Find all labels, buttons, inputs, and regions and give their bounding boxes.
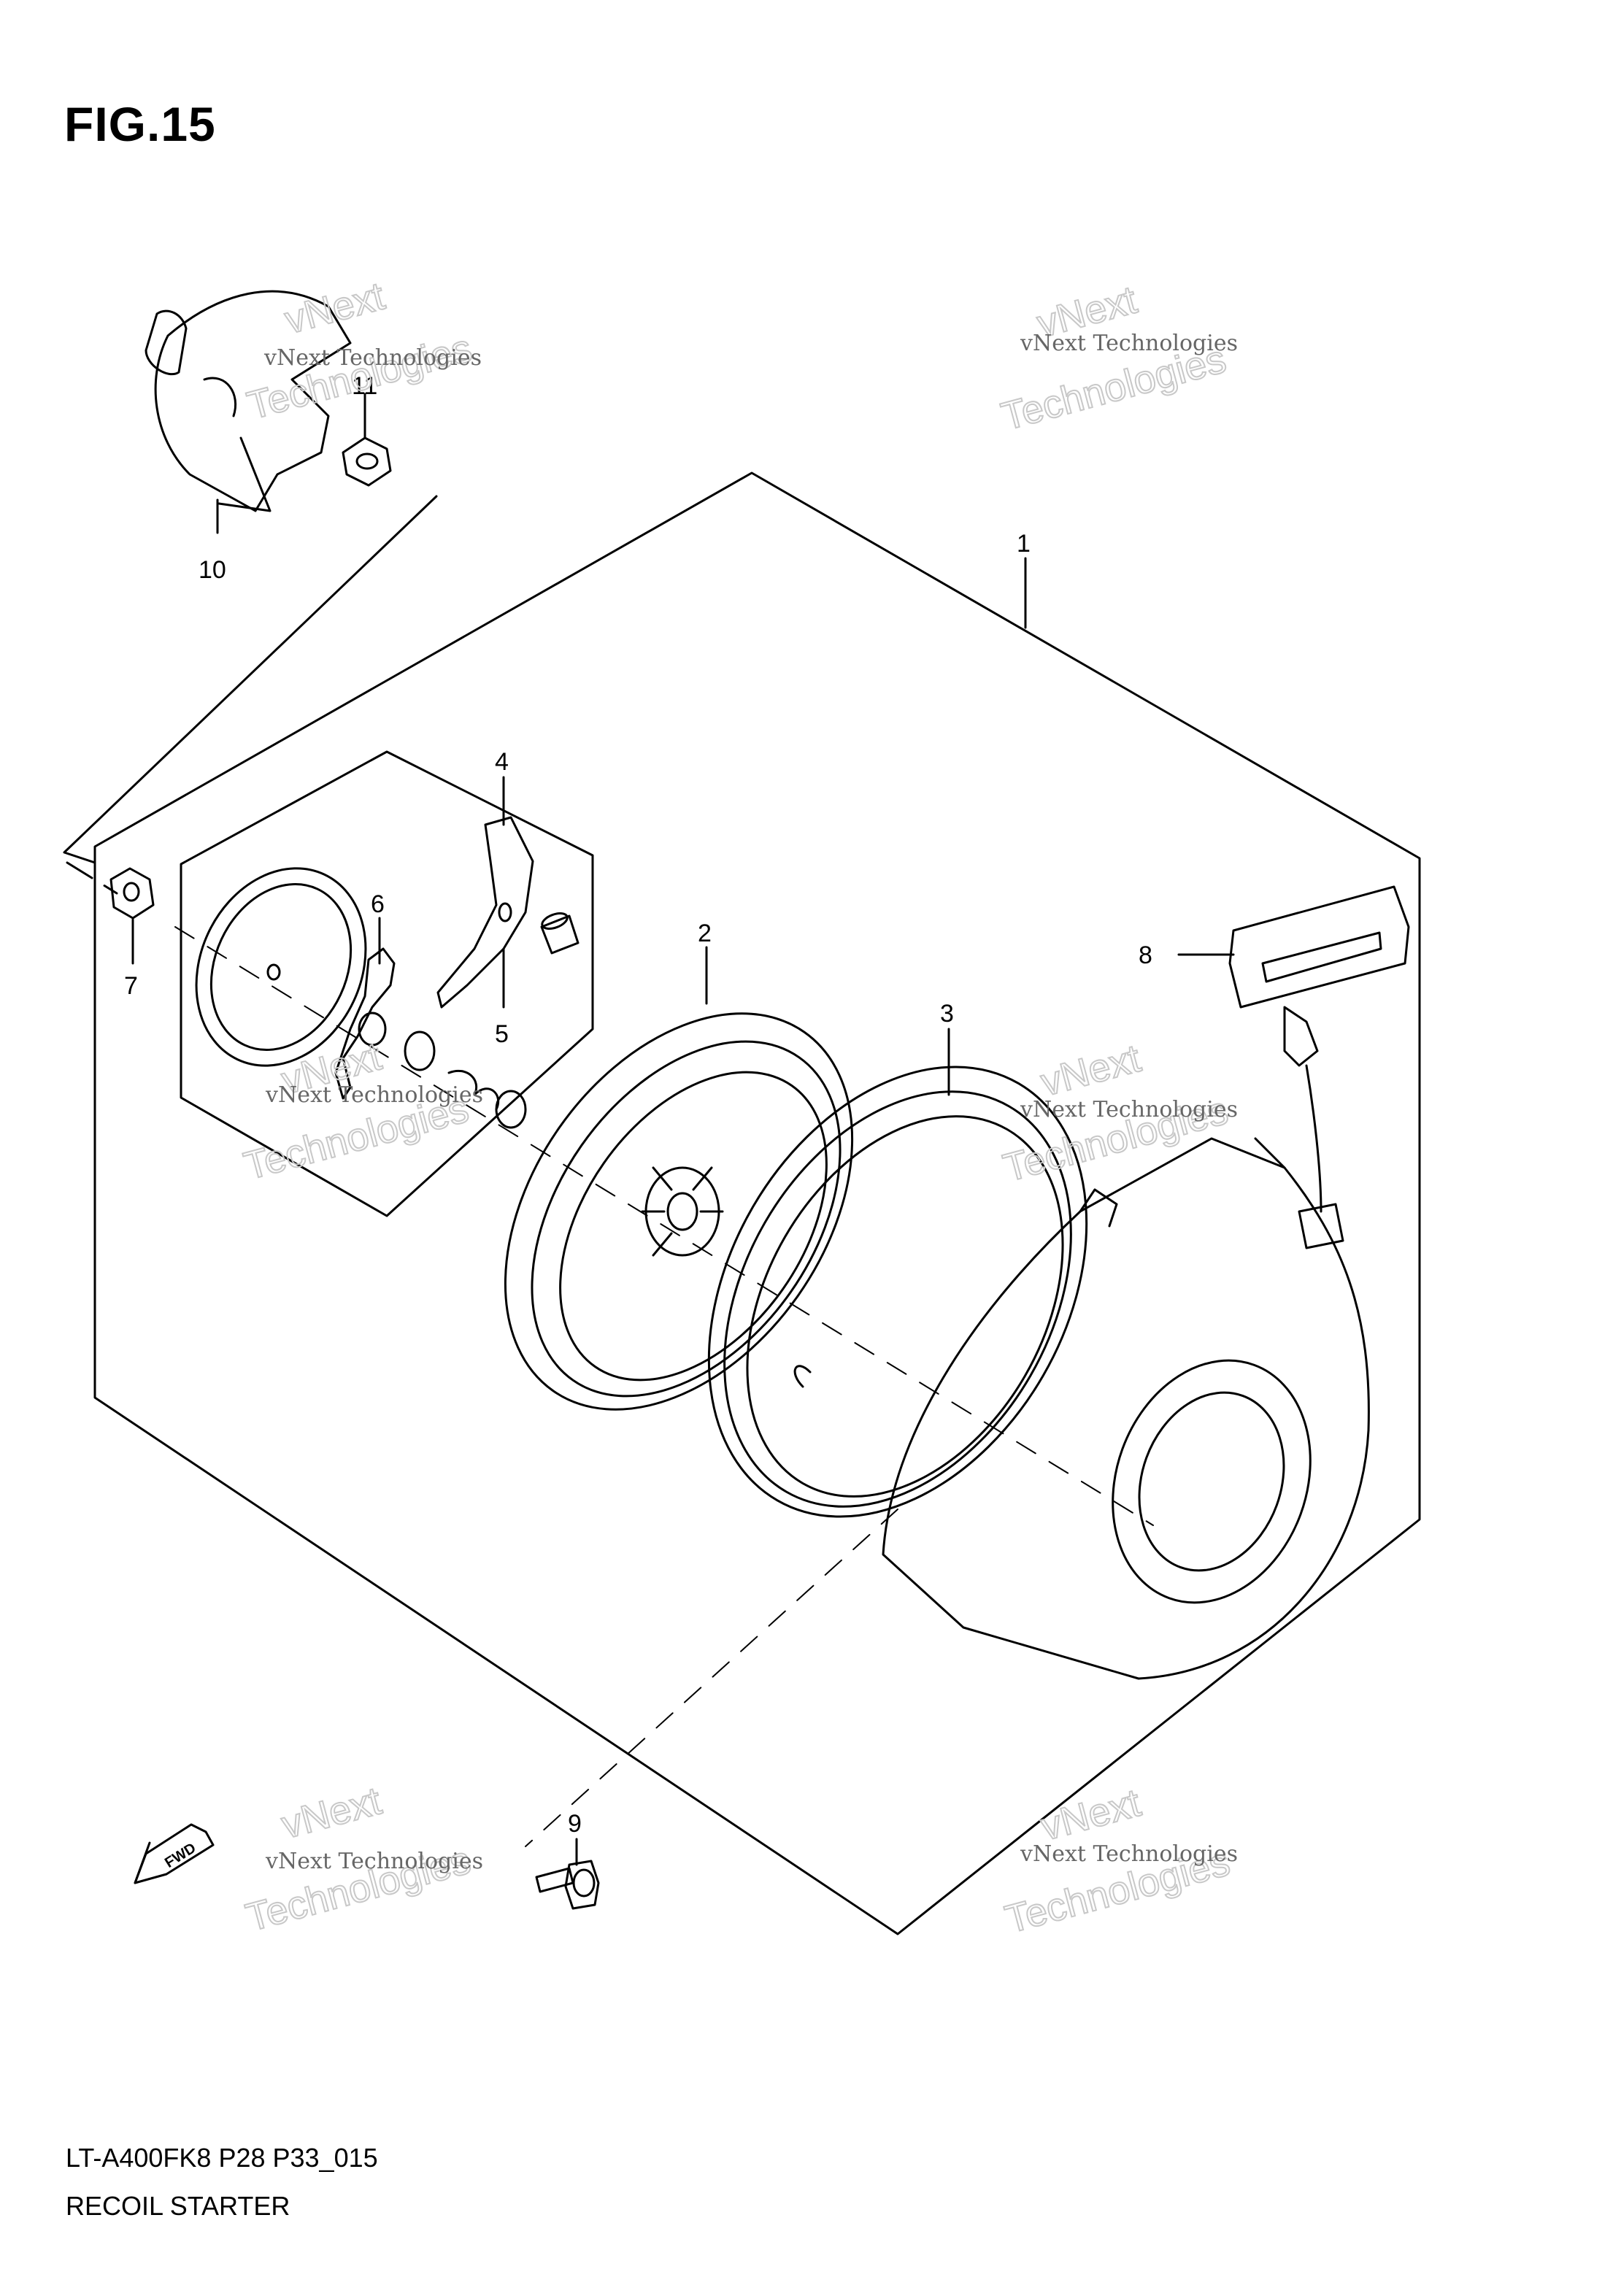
callout-8: 8 — [1139, 941, 1152, 969]
nut-part-7 — [109, 867, 155, 920]
watermark-mid-right-small: vNext Technologies — [1020, 1097, 1238, 1122]
svg-text:vNext: vNext — [277, 1779, 386, 1847]
pin-part-5 — [540, 912, 580, 955]
nut-part-11 — [342, 436, 392, 487]
callout-1: 1 — [1017, 530, 1031, 558]
diagram-name: RECOIL STARTER — [66, 2191, 290, 2221]
figure-title: FIG.15 — [64, 97, 216, 151]
callout-9: 9 — [568, 1810, 582, 1838]
svg-text:vNext: vNext — [1036, 1781, 1145, 1849]
diagram-code: LT-A400FK8 P28 P33_015 — [66, 2143, 378, 2173]
watermark-bottom-left-small: vNext Technologies — [265, 1849, 483, 1874]
watermark-top-left-small: vNext Technologies — [263, 345, 482, 371]
pawl-group-outline — [180, 750, 594, 1217]
callout-10: 10 — [199, 556, 226, 584]
callout-6: 6 — [371, 890, 385, 918]
assembly-outline — [93, 471, 1421, 1935]
handle-part-8 — [1228, 885, 1410, 1249]
centerline-lower — [525, 1509, 898, 1847]
callout-5: 5 — [495, 1020, 509, 1048]
watermark-top-right-small: vNext Technologies — [1020, 331, 1238, 356]
centerline — [174, 926, 1154, 1526]
watermark-mid-left-small: vNext Technologies — [265, 1082, 483, 1108]
leader-line-7 — [66, 861, 118, 895]
friction-plate — [195, 867, 367, 1067]
callout-7: 7 — [124, 972, 138, 1000]
starter-cup-part — [145, 290, 352, 512]
recoil-spring-part-3 — [707, 1066, 1088, 1518]
callout-4: 4 — [495, 748, 509, 776]
callout-3: 3 — [940, 1000, 954, 1028]
fwd-arrow-icon — [134, 1823, 215, 1884]
svg-text:vNext: vNext — [1036, 1036, 1145, 1105]
bolt-part-9 — [535, 1860, 600, 1910]
callout-11: 11 — [352, 372, 377, 400]
watermark-bottom-right-small: vNext Technologies — [1020, 1841, 1238, 1867]
callout-2: 2 — [698, 920, 712, 947]
spring-collar — [404, 1030, 527, 1129]
leader-line-10 — [63, 495, 438, 864]
reel-part-2 — [504, 1012, 854, 1411]
guide-part-6 — [334, 947, 396, 1100]
starter-case — [882, 1137, 1370, 1680]
pawl-part — [436, 816, 534, 1009]
svg-text:Technologies: Technologies — [243, 326, 477, 428]
svg-text:vNext: vNext — [280, 274, 389, 342]
